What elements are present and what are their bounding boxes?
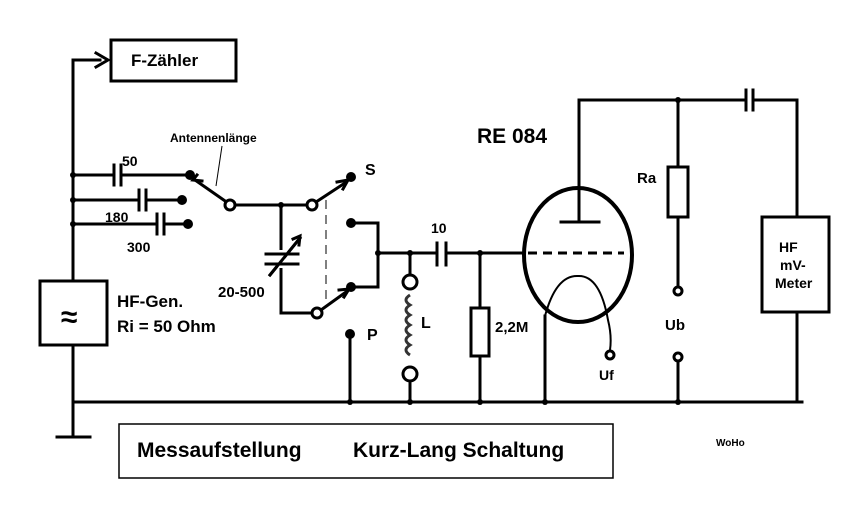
inductor-label: L bbox=[421, 315, 431, 332]
tube-type-label: RE 084 bbox=[477, 125, 547, 148]
antenna-label-leader bbox=[215, 145, 223, 187]
meter-label-line3: Meter bbox=[775, 275, 813, 291]
supply-terminal-top bbox=[672, 285, 684, 297]
hf-generator-box bbox=[38, 279, 109, 347]
vacuum-tube bbox=[522, 98, 634, 405]
author-signature: WoHo bbox=[716, 438, 745, 449]
switch-short-label: S bbox=[365, 162, 376, 179]
antenna-selector-switch bbox=[190, 172, 237, 212]
short-long-switch[interactable] bbox=[305, 172, 356, 320]
title-box bbox=[118, 423, 614, 479]
hf-generator-name: HF-Gen. bbox=[117, 292, 183, 311]
variable-cap-label: 20-500 bbox=[218, 284, 265, 301]
title-left: Messaufstellung bbox=[137, 439, 302, 462]
anode-resistor-label: Ra bbox=[637, 170, 657, 187]
frequency-counter-box bbox=[109, 38, 238, 83]
supply-label: Ub bbox=[665, 317, 685, 334]
coupling-capacitor bbox=[435, 241, 526, 267]
arrow-icon bbox=[93, 50, 111, 70]
grid-resistor bbox=[469, 250, 491, 405]
frequency-counter-label: F-Zähler bbox=[131, 51, 198, 70]
antenna-capacitor-180 bbox=[70, 188, 187, 212]
title-right: Kurz-Lang Schaltung bbox=[353, 439, 564, 462]
meter-label-line2: mV- bbox=[780, 257, 806, 273]
inductor bbox=[401, 250, 419, 405]
coupling-cap-label: 10 bbox=[431, 220, 447, 236]
anode-resistor bbox=[666, 98, 690, 289]
cap-180-label: 180 bbox=[105, 209, 129, 225]
cap-300-label: 300 bbox=[127, 239, 151, 255]
hf-generator-impedance: Ri = 50 Ohm bbox=[117, 317, 216, 336]
switch-long-label: P bbox=[367, 327, 378, 344]
heater-label: Uf bbox=[599, 367, 614, 383]
antenna-capacitor-50 bbox=[70, 163, 195, 187]
ac-source-icon: ≈ bbox=[61, 301, 77, 334]
meter-label-line1: HF bbox=[779, 239, 798, 255]
antenna-capacitor-300 bbox=[70, 212, 193, 236]
cap-50-label: 50 bbox=[122, 153, 138, 169]
antenna-length-label: Antennenlänge bbox=[170, 131, 257, 145]
grid-resistor-label: 2,2M bbox=[495, 319, 528, 336]
